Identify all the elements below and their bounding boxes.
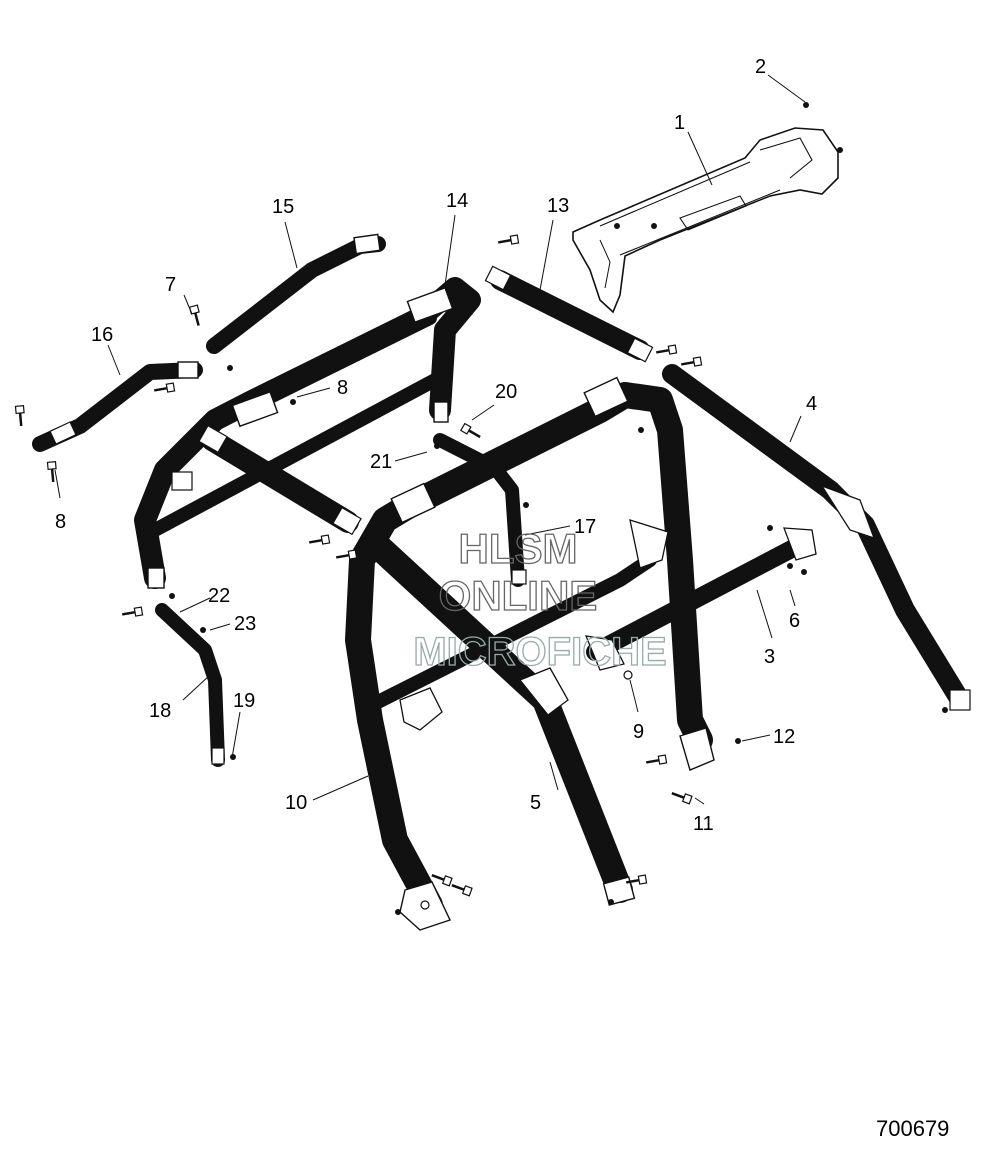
callout-2: 2 <box>755 56 766 78</box>
front-roll-bar-right <box>367 535 636 906</box>
callout-16: 16 <box>91 324 113 346</box>
screw <box>837 147 843 153</box>
callout-18: 18 <box>149 700 171 722</box>
watermark-line-2: ONLINE <box>439 572 598 619</box>
floor-brace <box>365 519 669 731</box>
rear-cross-tube <box>198 424 362 536</box>
callout-13: 13 <box>547 195 569 217</box>
callout-22: 22 <box>208 585 230 607</box>
callout-21: 21 <box>370 451 392 473</box>
callout-9: 9 <box>633 721 644 743</box>
windshield-tube <box>584 527 817 671</box>
callout-8a: 8 <box>337 377 348 399</box>
callout-23: 23 <box>234 613 256 635</box>
cross-member <box>484 265 654 363</box>
grab-bar-side <box>32 361 203 452</box>
document-number: 700679 <box>876 1116 950 1141</box>
callout-8b: 8 <box>55 511 66 533</box>
rear-brace <box>433 433 527 587</box>
callout-15: 15 <box>272 196 294 218</box>
callout-17: 17 <box>574 516 596 538</box>
callout-14: 14 <box>446 190 468 212</box>
watermark-line-1: HLSM <box>459 525 578 572</box>
screw <box>614 223 620 229</box>
rear-roll-bar <box>134 277 481 589</box>
callout-labels: 1 2 3 4 5 6 7 8 8 9 10 11 12 13 14 15 16… <box>55 56 817 835</box>
roof-panel <box>572 127 839 314</box>
callout-7: 7 <box>165 274 176 296</box>
foot-bracket-left <box>399 881 451 931</box>
callout-5: 5 <box>530 792 541 814</box>
screw <box>803 102 809 108</box>
fastener-set <box>14 233 948 915</box>
callout-6: 6 <box>789 610 800 632</box>
side-rail-right <box>662 364 971 711</box>
callout-4: 4 <box>806 393 817 415</box>
callout-3: 3 <box>764 646 775 668</box>
grab-bar-upper <box>206 233 386 354</box>
callout-12: 12 <box>773 726 795 748</box>
lower-side-brace <box>155 603 225 767</box>
callout-20: 20 <box>495 381 517 403</box>
callout-10: 10 <box>285 792 307 814</box>
watermark-line-3: MICROFICHE <box>413 630 666 674</box>
leader-lines <box>54 74 806 805</box>
callout-19: 19 <box>233 690 255 712</box>
screw <box>651 223 657 229</box>
callout-1: 1 <box>674 112 685 134</box>
foot-bracket-right <box>679 727 715 771</box>
callout-11: 11 <box>693 813 714 835</box>
watermark: HLSM ONLINE MICROFICHE <box>413 524 668 674</box>
